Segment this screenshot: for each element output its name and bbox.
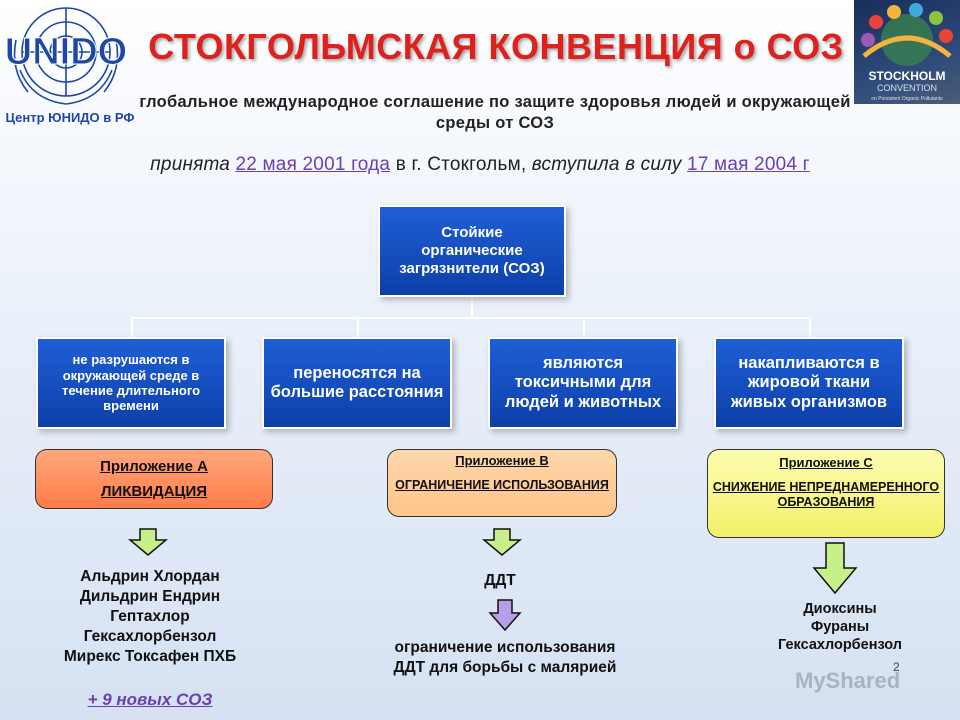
svg-text:UNIDO: UNIDO (5, 31, 127, 73)
annex-c-box: Приложение С СНИЖЕНИЕ НЕПРЕДНАМЕРЕННОГО … (707, 449, 945, 538)
annex-b-substance: ДДТ (484, 572, 516, 589)
adopted-prefix: принята (150, 154, 231, 175)
effective-date-link[interactable]: 17 мая 2004 г (687, 154, 810, 175)
annex-c-sub: СНИЖЕНИЕ НЕПРЕДНАМЕРЕННОГО ОБРАЗОВАНИЯ (712, 480, 940, 509)
arrow-down-icon (128, 528, 168, 556)
unido-logo: UNIDO (4, 7, 128, 105)
svg-text:on Persistent Organic Pollutan: on Persistent Organic Pollutants (871, 96, 943, 102)
connector-child-4 (809, 317, 811, 337)
list-item: Диоксины (803, 601, 877, 617)
property-node-toxic: являются токсичными для людей и животных (488, 337, 678, 429)
property-node-persistent: не разрушаются в окружающей среде в тече… (36, 337, 226, 429)
list-item: Фураны (810, 619, 870, 635)
annex-c-header: Приложение С (779, 455, 873, 470)
list-item: Гексахлорбензол (777, 637, 903, 653)
arrow-down-icon (812, 542, 858, 594)
page-subtitle: глобальное международное соглашение по з… (139, 93, 851, 132)
page-number: 2 (893, 660, 900, 674)
adopted-place: в г. Стокгольм, (395, 154, 527, 175)
connector-child-3 (583, 317, 585, 337)
list-item: Дильдрин Ендрин (79, 588, 221, 605)
connector-child-1 (131, 317, 133, 337)
annex-c-substances: Диоксины Фураны Гексахлорбензол (740, 600, 940, 654)
list-item: Альдрин Хлордан (80, 568, 220, 585)
adoption-line: принята 22 мая 2001 года в г. Стокгольм,… (0, 154, 960, 176)
arrow-down-icon (482, 528, 522, 556)
connector-root-down (471, 297, 473, 318)
svg-text:CONVENTION: CONVENTION (877, 83, 937, 93)
property-node-transport: переносятся на большие расстояния (262, 337, 452, 429)
annex-a-header: Приложение А (100, 458, 208, 475)
page-title: СТОКГОЛЬМСКАЯ КОНВЕНЦИЯ о СОЗ (148, 26, 844, 67)
connector-child-2 (357, 317, 359, 337)
unido-caption: Центр ЮНИДО в РФ (5, 110, 135, 125)
svg-text:STOCKHOLM: STOCKHOLM (868, 69, 945, 83)
property-node-bioaccumulate: накапливаются в жировой ткани живых орга… (714, 337, 904, 429)
adoption-date-link[interactable]: 22 мая 2001 года (235, 154, 391, 175)
arrow-down-icon (488, 599, 522, 631)
new-pops-link[interactable]: + 9 новых СОЗ (87, 690, 213, 709)
root-node: Стойкие органические загрязнители (СОЗ) (378, 205, 566, 297)
stockholm-convention-logo: STOCKHOLM CONVENTION on Persistent Organ… (854, 0, 960, 104)
annex-b-header: Приложение В (455, 453, 549, 468)
list-item: Мирекс Токсафен ПХБ (63, 648, 237, 665)
annex-a-substances: Альдрин Хлордан Дильдрин Ендрин Гептахло… (20, 567, 280, 667)
effective-label: вступила в силу (531, 154, 682, 175)
annex-b-note: ограничение использования ДДТ для борьбы… (393, 639, 617, 676)
annex-b-box: Приложение В ОГРАНИЧЕНИЕ ИСПОЛЬЗОВАНИЯ (387, 449, 617, 517)
watermark: MyShared (795, 668, 901, 693)
annex-a-box: Приложение А ЛИКВИДАЦИЯ (35, 449, 273, 509)
list-item: Гептахлор (110, 608, 190, 625)
annex-a-sub: ЛИКВИДАЦИЯ (100, 483, 208, 500)
list-item: Гексахлорбензол (83, 628, 217, 645)
annex-b-sub: ОГРАНИЧЕНИЕ ИСПОЛЬЗОВАНИЯ (395, 478, 609, 492)
connector-horizontal (131, 317, 811, 319)
